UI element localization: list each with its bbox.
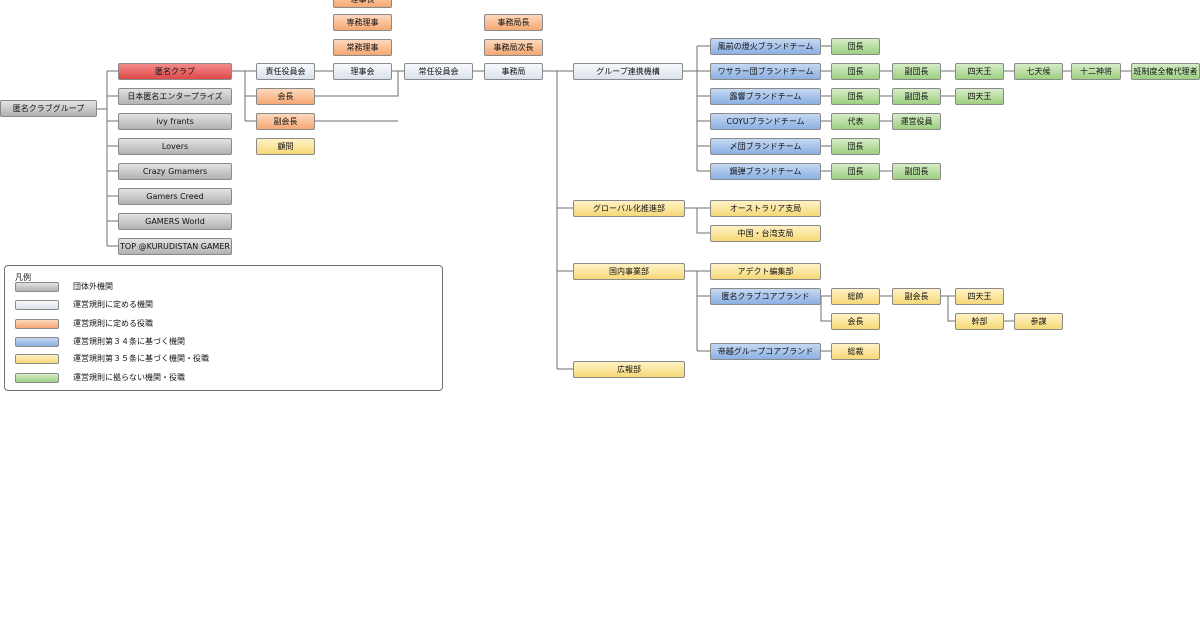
node-wasa-fukudanchou[interactable]: 副団長 <box>892 63 941 80</box>
node-global[interactable]: グローバル化推進部 <box>573 200 685 217</box>
node-wasa[interactable]: ワサラー団ブランドチーム <box>710 63 821 80</box>
node-nihon-tokumei[interactable]: 日本匿名エンタープライズ <box>118 88 232 105</box>
node-crazy-gmamers[interactable]: Crazy Gmamers <box>118 163 232 180</box>
legend-item: 運営規則第３５条に基づく機関・役職 <box>15 353 415 365</box>
legend-title: 凡例 <box>15 273 31 282</box>
node-adekt[interactable]: アデクト編集部 <box>710 263 821 280</box>
node-senmu-riji[interactable]: 専務理事 <box>333 14 392 31</box>
node-wasa-juni[interactable]: 十二神将 <box>1071 63 1121 80</box>
node-roukyo-fukudanchou[interactable]: 副団長 <box>892 88 941 105</box>
node-coyu-unei[interactable]: 運営役員 <box>892 113 941 130</box>
node-sosui[interactable]: 総帥 <box>831 288 880 305</box>
legend-label: 運営規則に拠らない機関・役職 <box>73 373 185 382</box>
node-endan[interactable]: 鋼弾ブランドチーム <box>710 163 821 180</box>
node-shime-danchou[interactable]: 団長 <box>831 138 880 155</box>
node-jimukyoku-jicho[interactable]: 事務局次長 <box>484 39 543 56</box>
node-core-kaicho[interactable]: 会長 <box>831 313 880 330</box>
node-coyu[interactable]: COYUブランドチーム <box>710 113 821 130</box>
node-core-brand[interactable]: 匿名クラブコアブランド <box>710 288 821 305</box>
node-gamers-world[interactable]: GAMERS World <box>118 213 232 230</box>
node-coyu-daihyo[interactable]: 代表 <box>831 113 880 130</box>
node-top-kurdistan[interactable]: TOP @KURUDISTAN GAMER <box>118 238 232 255</box>
node-kanbu[interactable]: 幹部 <box>955 313 1004 330</box>
node-wasa-shichitenko[interactable]: 七天候 <box>1014 63 1063 80</box>
node-sekinin-yakuin[interactable]: 責任役員会 <box>256 63 315 80</box>
node-rijicho[interactable]: 理事長 <box>333 0 392 8</box>
node-wasa-shitenno[interactable]: 四天王 <box>955 63 1004 80</box>
legend-item: 運営規則第３４条に基づく機関 <box>15 336 415 348</box>
node-core-shitenno[interactable]: 四天王 <box>955 288 1004 305</box>
legend-item: 運営規則に拠らない機関・役職 <box>15 372 415 384</box>
node-ivy-frants[interactable]: ivy frants <box>118 113 232 130</box>
node-sanbo[interactable]: 参謀 <box>1014 313 1063 330</box>
node-group[interactable]: 匿名クラブグループ <box>0 100 97 117</box>
node-kazamae-danchou[interactable]: 団長 <box>831 38 880 55</box>
node-roukyo-danchou[interactable]: 団長 <box>831 88 880 105</box>
node-group-renkei[interactable]: グループ連携機構 <box>573 63 683 80</box>
legend-swatch-orange <box>15 319 59 329</box>
legend-item: 運営規則に定める役職 <box>15 318 415 330</box>
legend-swatch-blue <box>15 337 59 347</box>
legend-label: 運営規則第３４条に基づく機関 <box>73 337 185 346</box>
node-fukukaicho[interactable]: 副会長 <box>256 113 315 130</box>
node-tokumei-club[interactable]: 匿名クラブ <box>118 63 232 80</box>
node-kohobu[interactable]: 広報部 <box>573 361 685 378</box>
node-core-fukukaicho[interactable]: 副会長 <box>892 288 941 305</box>
node-shime[interactable]: 〆団ブランドチーム <box>710 138 821 155</box>
legend: 凡例 団体外機関 運営規則に定める機関 運営規則に定める役職 運営規則第３４条に… <box>4 265 443 391</box>
node-china-taiwan[interactable]: 中国・台湾支局 <box>710 225 821 242</box>
node-endan-fukudanchou[interactable]: 副団長 <box>892 163 941 180</box>
node-teietsu[interactable]: 帝越グループコアブランド <box>710 343 821 360</box>
node-roukyo[interactable]: 露響ブランドチーム <box>710 88 821 105</box>
node-australia[interactable]: オーストラリア支局 <box>710 200 821 217</box>
node-wasa-danchou[interactable]: 団長 <box>831 63 880 80</box>
node-jonin-yakuin[interactable]: 常任役員会 <box>404 63 473 80</box>
node-kokunai[interactable]: 国内事業部 <box>573 263 685 280</box>
legend-swatch-white <box>15 300 59 310</box>
legend-swatch-gray <box>15 282 59 292</box>
legend-item: 運営規則に定める機関 <box>15 299 415 311</box>
node-kaicho[interactable]: 会長 <box>256 88 315 105</box>
legend-swatch-green <box>15 373 59 383</box>
legend-label: 運営規則に定める機関 <box>73 300 153 309</box>
node-lovers[interactable]: Lovers <box>118 138 232 155</box>
node-jomu-riji[interactable]: 常務理事 <box>333 39 392 56</box>
node-komon[interactable]: 顧問 <box>256 138 315 155</box>
node-kazamae[interactable]: 風前の燈火ブランドチーム <box>710 38 821 55</box>
node-wasa-kakuseido[interactable]: 班制度全権代理者 <box>1131 63 1200 80</box>
legend-swatch-yellow <box>15 354 59 364</box>
node-gamers-creed[interactable]: Gamers Creed <box>118 188 232 205</box>
legend-label: 運営規則に定める役職 <box>73 319 153 328</box>
legend-label: 運営規則第３５条に基づく機関・役職 <box>73 354 209 363</box>
node-endan-danchou[interactable]: 団長 <box>831 163 880 180</box>
node-rijikai[interactable]: 理事会 <box>333 63 392 80</box>
legend-label: 団体外機関 <box>73 282 113 291</box>
node-jimukyoku[interactable]: 事務局 <box>484 63 543 80</box>
legend-item: 団体外機関 <box>15 281 415 293</box>
node-jimukyokucho[interactable]: 事務局長 <box>484 14 543 31</box>
node-sousai[interactable]: 総裁 <box>831 343 880 360</box>
node-roukyo-shitenno[interactable]: 四天王 <box>955 88 1004 105</box>
